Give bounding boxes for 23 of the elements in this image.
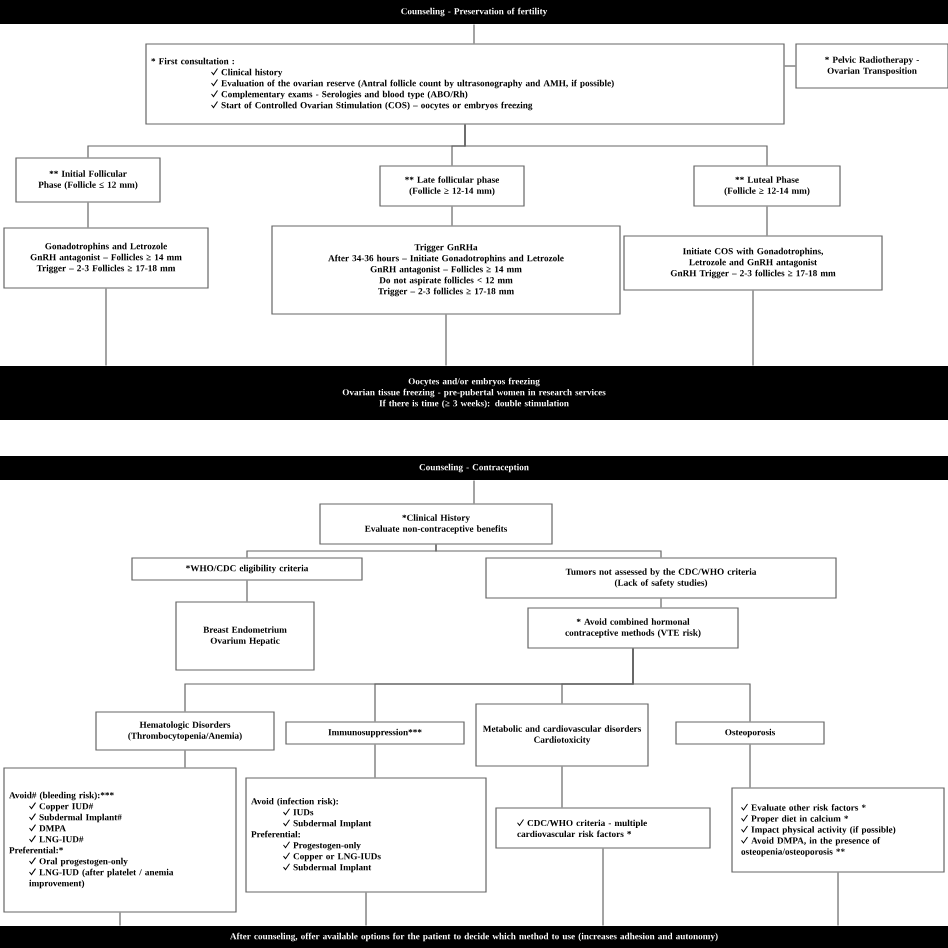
connector-line [473,23,475,44]
connector-line [660,598,662,608]
connector-line [87,202,89,228]
connector-line [246,580,248,602]
connector-line [451,206,453,226]
connector-line [374,744,376,778]
connector-line [435,544,662,558]
connector-line [105,288,107,367]
connector-line [632,648,751,722]
connector-line [119,912,121,927]
connector-line [445,314,447,367]
connector-line [784,65,796,67]
connector-line [464,124,768,166]
connector-line [246,544,437,558]
connector-line [837,872,839,927]
connector-line [602,848,604,927]
connector-line [561,766,563,808]
connector-line [752,290,754,367]
connector-line [473,479,475,504]
connector-line [365,892,367,927]
connector-line [184,750,186,768]
connector-line [749,744,751,788]
connector-line [766,206,768,236]
